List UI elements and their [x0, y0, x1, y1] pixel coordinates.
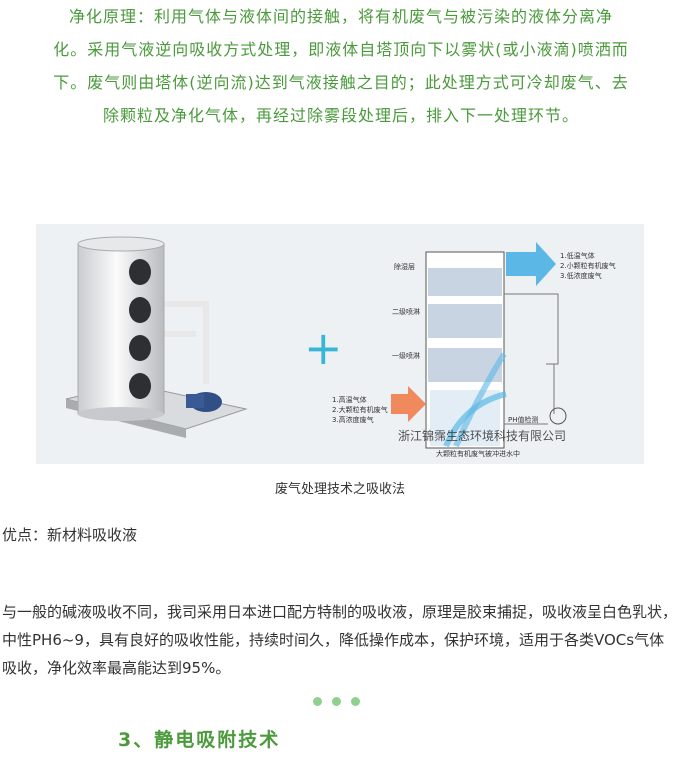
figure-caption: 废气处理技术之吸收法 — [274, 482, 405, 497]
description-text: 与一般的碱液吸收不同，我司采用日本进口配方特制的吸收液，原理是胶束捕捉，吸收液呈… — [2, 603, 678, 677]
porthole — [129, 297, 151, 323]
intro-line: 下。废气则由塔体(逆向流)达到气液接触之目的；此处理方式可冷却废气、去 — [53, 73, 629, 92]
label-spray1: 一级喷淋 — [392, 351, 420, 360]
inlet-arrow — [391, 386, 426, 422]
dot — [332, 697, 341, 706]
dot — [313, 697, 322, 706]
pump — [186, 392, 222, 412]
plus-sign: + — [304, 321, 343, 375]
in-label-3: 3.高浓度废气 — [332, 415, 374, 424]
porthole — [129, 373, 151, 399]
scrubber-tank — [77, 236, 165, 421]
out-label-2: 2.小颗粒有机废气 — [560, 261, 616, 270]
intro-line: 化。采用气液逆向吸收方式处理，即液体自塔顶向下以雾状(或小液滴)喷洒而 — [53, 40, 629, 59]
label-spray2: 二级喷淋 — [392, 307, 420, 316]
out-label-3: 3.低浓度废气 — [560, 271, 602, 280]
in-label-2: 2.大颗粒有机废气 — [332, 405, 388, 414]
watermark: 浙江锦霈生态环境科技有限公司 — [398, 428, 566, 443]
label-demist: 除湿层 — [394, 262, 415, 271]
drain-label: 大颗粒有机废气被冲进水中 — [436, 449, 520, 458]
porthole — [129, 259, 151, 285]
dot — [351, 697, 360, 706]
out-label-1: 1.低温气体 — [560, 251, 595, 260]
intro-line: 净化原理：利用气体与液体间的接触，将有机废气与被污染的液体分离净 — [68, 7, 613, 26]
tower-labels: 除湿层 二级喷淋 一级喷淋 1.低温气体 2.小颗粒有机废气 3.低浓度废气 1… — [332, 251, 616, 458]
absorption-figure: + 除湿层 二级喷淋 一级喷淋 1.低温气体 2.小颗粒有机废气 3.低浓度废气… — [36, 224, 644, 464]
separator-dots — [313, 697, 360, 706]
advantage-text: 优点：新材料吸收液 — [2, 526, 138, 544]
intro-text: 净化原理：利用气体与液体间的接触，将有机废气与被污染的液体分离净 化。采用气液逆… — [28, 0, 654, 132]
intro-line: 除颗粒及净化气体，再经过除雾段处理后，排入下一处理环节。 — [102, 106, 579, 125]
in-label-1: 1.高温气体 — [332, 395, 367, 404]
section-title: 3、静电吸附技术 — [118, 729, 281, 751]
ph-label: PH值检测 — [508, 415, 539, 424]
porthole — [129, 335, 151, 361]
absorption-illustration: + 除湿层 二级喷淋 一级喷淋 1.低温气体 2.小颗粒有机废气 3.低浓度废气… — [65, 236, 616, 458]
tower-diagram — [391, 242, 567, 449]
exhaust-arrow — [506, 242, 556, 286]
